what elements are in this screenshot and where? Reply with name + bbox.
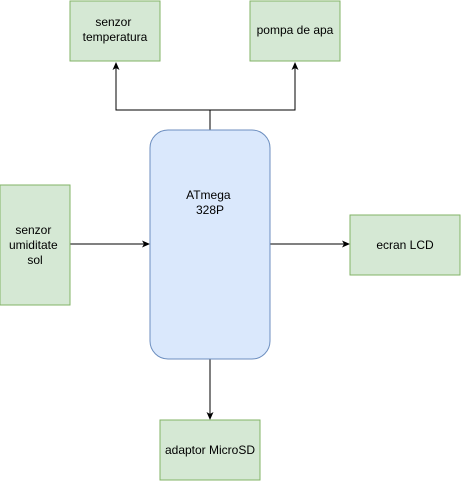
node-temp-sensor-box [69, 0, 161, 62]
node-temp-sensor[interactable]: senzor temperatura [69, 0, 161, 62]
edges [70, 62, 350, 420]
node-soil-sensor[interactable]: senzor umiditate sol [0, 184, 71, 306]
node-soil-sensor-line-2: umiditate [9, 238, 58, 252]
node-soil-sensor-box [0, 184, 71, 306]
node-mcu-label: ATmega 328P [186, 188, 234, 217]
node-temp-sensor-line-2: temperatura [83, 30, 148, 44]
node-soil-sensor-line-3: sol [27, 253, 42, 267]
node-water-pump[interactable]: pompa de apa [249, 0, 341, 62]
node-mcu-line-1: ATmega [186, 188, 231, 202]
edge-mcu-to-water-pump [210, 62, 299, 111]
node-mcu[interactable]: ATmega 328P [149, 129, 271, 360]
node-temp-sensor-label: senzor temperatura [83, 15, 148, 44]
node-soil-sensor-line-1: senzor [15, 223, 51, 237]
node-sd-adapter-box [159, 419, 261, 481]
node-soil-sensor-label: senzor umiditate sol [9, 223, 61, 267]
node-temp-sensor-line-1: senzor [95, 15, 131, 29]
node-water-pump-box [249, 0, 341, 62]
node-mcu-line-2: 328P [196, 203, 224, 217]
node-mcu-box [149, 129, 271, 360]
node-lcd-line-1: ecran LCD [376, 238, 434, 252]
node-lcd-label: ecran LCD [376, 238, 434, 252]
node-lcd-box [349, 214, 461, 276]
node-sd-adapter-line-1: adaptor MicroSD [165, 443, 255, 457]
node-sd-adapter[interactable]: adaptor MicroSD [159, 419, 261, 481]
node-lcd[interactable]: ecran LCD [349, 214, 461, 276]
node-water-pump-line-1: pompa de apa [257, 23, 334, 37]
edge-mcu-to-temp-sensor [112, 62, 211, 130]
node-water-pump-label: pompa de apa [257, 23, 334, 37]
node-sd-adapter-label: adaptor MicroSD [165, 443, 255, 457]
